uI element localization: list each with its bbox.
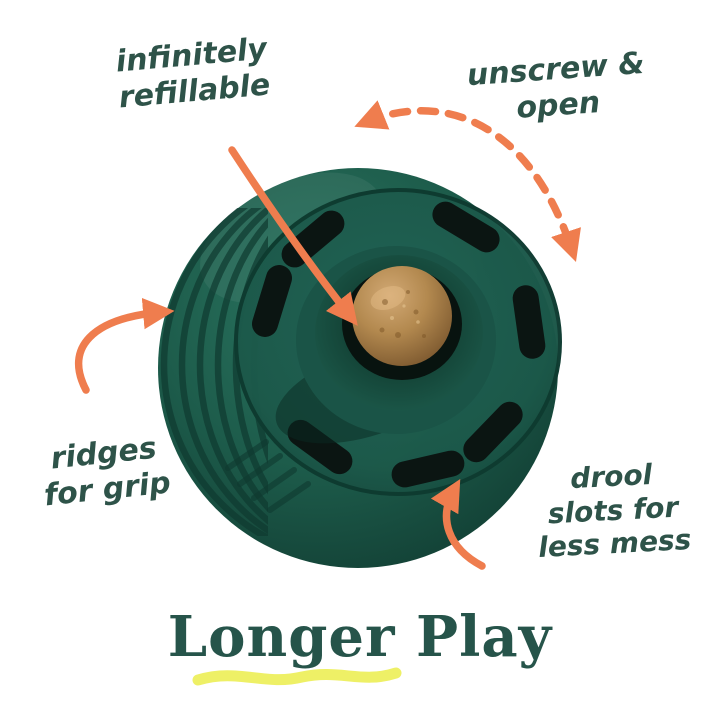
drool-slot [391, 450, 465, 488]
arrow-drool [430, 479, 486, 570]
toy-front-face [234, 188, 562, 496]
drool-slot [251, 265, 293, 337]
grip-ridges-diagonal [225, 439, 311, 513]
arrow-refillable [228, 146, 358, 326]
label-drool-slots: drool slots for less mess [537, 457, 693, 565]
headline-underline-squiggle [192, 667, 402, 686]
arrow-ridges [74, 297, 175, 394]
drool-slot [281, 210, 345, 268]
headline-longer-play: Longer Play [167, 604, 553, 670]
arrow-unscrew-dashed [354, 100, 581, 262]
label-unscrew-open: unscrew & open [465, 45, 646, 126]
drool-slot [463, 401, 523, 463]
drool-slot [512, 285, 546, 359]
treat-ball [352, 266, 452, 366]
